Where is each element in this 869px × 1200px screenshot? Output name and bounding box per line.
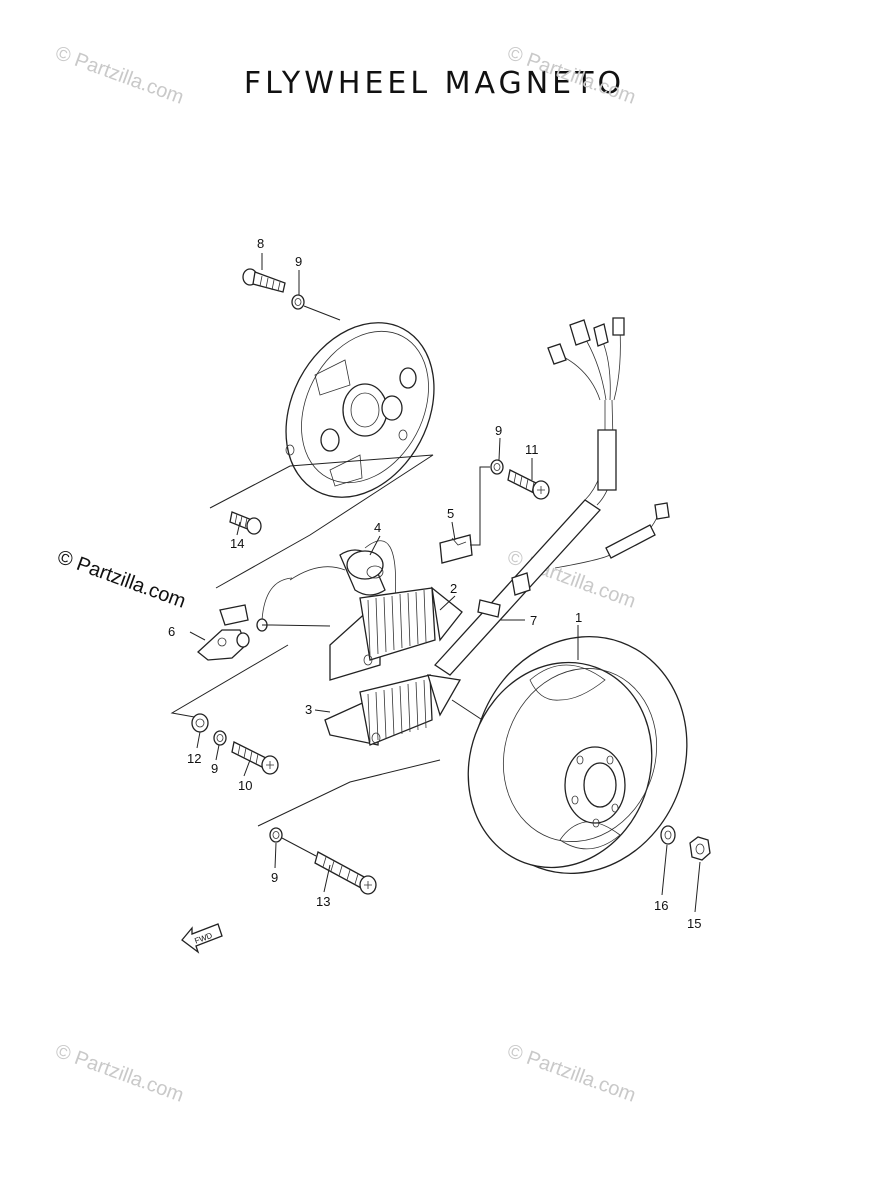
callout-14: 14 bbox=[230, 536, 244, 551]
callout-9: 9 bbox=[295, 254, 302, 269]
pickup-coil-4 bbox=[261, 540, 396, 621]
washer-9-right bbox=[490, 459, 504, 475]
callout-10: 10 bbox=[238, 778, 252, 793]
callout-12: 12 bbox=[187, 751, 201, 766]
callout-4: 4 bbox=[374, 520, 381, 535]
washer-9-top bbox=[291, 294, 305, 310]
stator-base-plate bbox=[285, 322, 435, 498]
bracket-6 bbox=[197, 604, 268, 661]
callout-9: 9 bbox=[211, 761, 218, 776]
callout-1: 1 bbox=[575, 610, 582, 625]
page-title: FLYWHEEL MAGNETO bbox=[243, 66, 626, 101]
washer-9-mid bbox=[213, 730, 227, 746]
callout-7: 7 bbox=[530, 613, 537, 628]
callout-13: 13 bbox=[316, 894, 330, 909]
washer-9-bottom bbox=[269, 827, 283, 843]
callout-16: 16 bbox=[654, 898, 668, 913]
charging-coil-2 bbox=[329, 586, 463, 681]
callout-11: 11 bbox=[525, 442, 539, 457]
nut-15 bbox=[689, 836, 711, 861]
callout-5: 5 bbox=[447, 506, 454, 521]
connector-5 bbox=[439, 534, 473, 564]
callout-9: 9 bbox=[271, 870, 278, 885]
washer-16 bbox=[660, 825, 676, 845]
screw-10 bbox=[231, 741, 279, 775]
lighting-coil-3 bbox=[324, 674, 462, 746]
flywheel-rotor-1 bbox=[467, 636, 688, 874]
callout-3: 3 bbox=[305, 702, 312, 717]
screw-14 bbox=[229, 511, 262, 535]
wire-harness-7 bbox=[434, 317, 670, 676]
callout-9: 9 bbox=[495, 423, 502, 438]
callout-6: 6 bbox=[168, 624, 175, 639]
screw-11 bbox=[507, 469, 550, 500]
callout-2: 2 bbox=[450, 581, 457, 596]
fwd-arrow-icon: FWD bbox=[181, 923, 223, 954]
callout-8: 8 bbox=[257, 236, 264, 251]
screw-8 bbox=[242, 268, 286, 293]
screw-13 bbox=[314, 851, 377, 895]
washer-12 bbox=[191, 713, 209, 733]
callout-15: 15 bbox=[687, 916, 701, 931]
